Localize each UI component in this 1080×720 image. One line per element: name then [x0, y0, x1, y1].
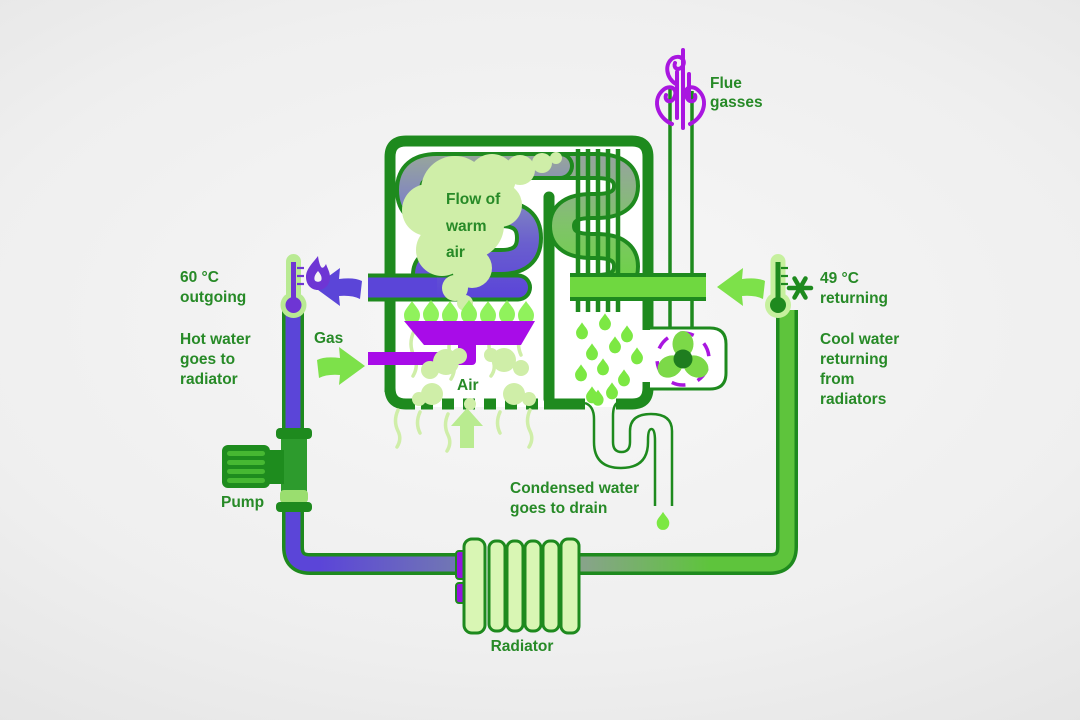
temp-return-label: returning — [820, 290, 888, 307]
labels: 60 °C outgoing Hot water goes to radiato… — [180, 75, 899, 655]
thermometer-hot-icon — [280, 254, 330, 318]
air-intake-arrow-icon — [451, 408, 483, 448]
air-wisps — [393, 408, 534, 453]
flow-warm-air-label: warm — [445, 218, 487, 235]
flow-warm-air-label: Flow of — [446, 191, 501, 208]
cool-water-label: radiators — [820, 391, 886, 408]
condensed-label: Condensed water — [510, 480, 639, 497]
temp-return-label: 49 °C — [820, 270, 859, 287]
radiator-icon — [462, 537, 581, 635]
gas-arrow-icon — [317, 347, 365, 385]
flue-label: gasses — [710, 94, 763, 111]
warm-air-cloud — [402, 152, 562, 321]
air-clouds — [412, 348, 536, 410]
hot-water-label: radiator — [180, 371, 238, 388]
thermometer-cold-icon — [765, 254, 814, 318]
flue-gasses-icon — [655, 48, 706, 130]
condensate-trap — [584, 401, 674, 506]
temp-out-label: outgoing — [180, 289, 246, 306]
flame-icon — [306, 256, 330, 290]
fan-icon — [655, 331, 711, 387]
cool-water-label: from — [820, 371, 854, 388]
hot-water-label: Hot water — [180, 331, 251, 348]
hot-water-arrow-icon — [314, 268, 362, 306]
return-arrow-icon — [717, 268, 765, 306]
pump-icon — [222, 428, 312, 512]
cool-water-pipe-up — [572, 310, 798, 575]
condensed-label: goes to drain — [510, 500, 607, 517]
flue-label: Flue — [710, 75, 742, 92]
cool-water-label: Cool water — [820, 331, 899, 348]
temp-out-label: 60 °C — [180, 269, 219, 286]
boiler-wall — [384, 135, 654, 392]
radiator-label: Radiator — [491, 638, 554, 655]
air-label: Air — [457, 377, 479, 394]
hot-water-label: goes to — [180, 351, 235, 368]
boiler-wall-corner-left — [384, 382, 415, 410]
secondary-heat-exchanger — [448, 152, 641, 301]
snowflake-icon — [786, 276, 814, 300]
hot-water-pipe-down — [282, 310, 464, 575]
gas-label: Gas — [314, 330, 343, 347]
flow-warm-air-label: air — [446, 244, 465, 261]
drain-droplet — [656, 511, 670, 530]
boiler-wall-corner-right — [616, 382, 654, 410]
pump-label: Pump — [221, 494, 264, 511]
cool-water-label: returning — [820, 351, 888, 368]
